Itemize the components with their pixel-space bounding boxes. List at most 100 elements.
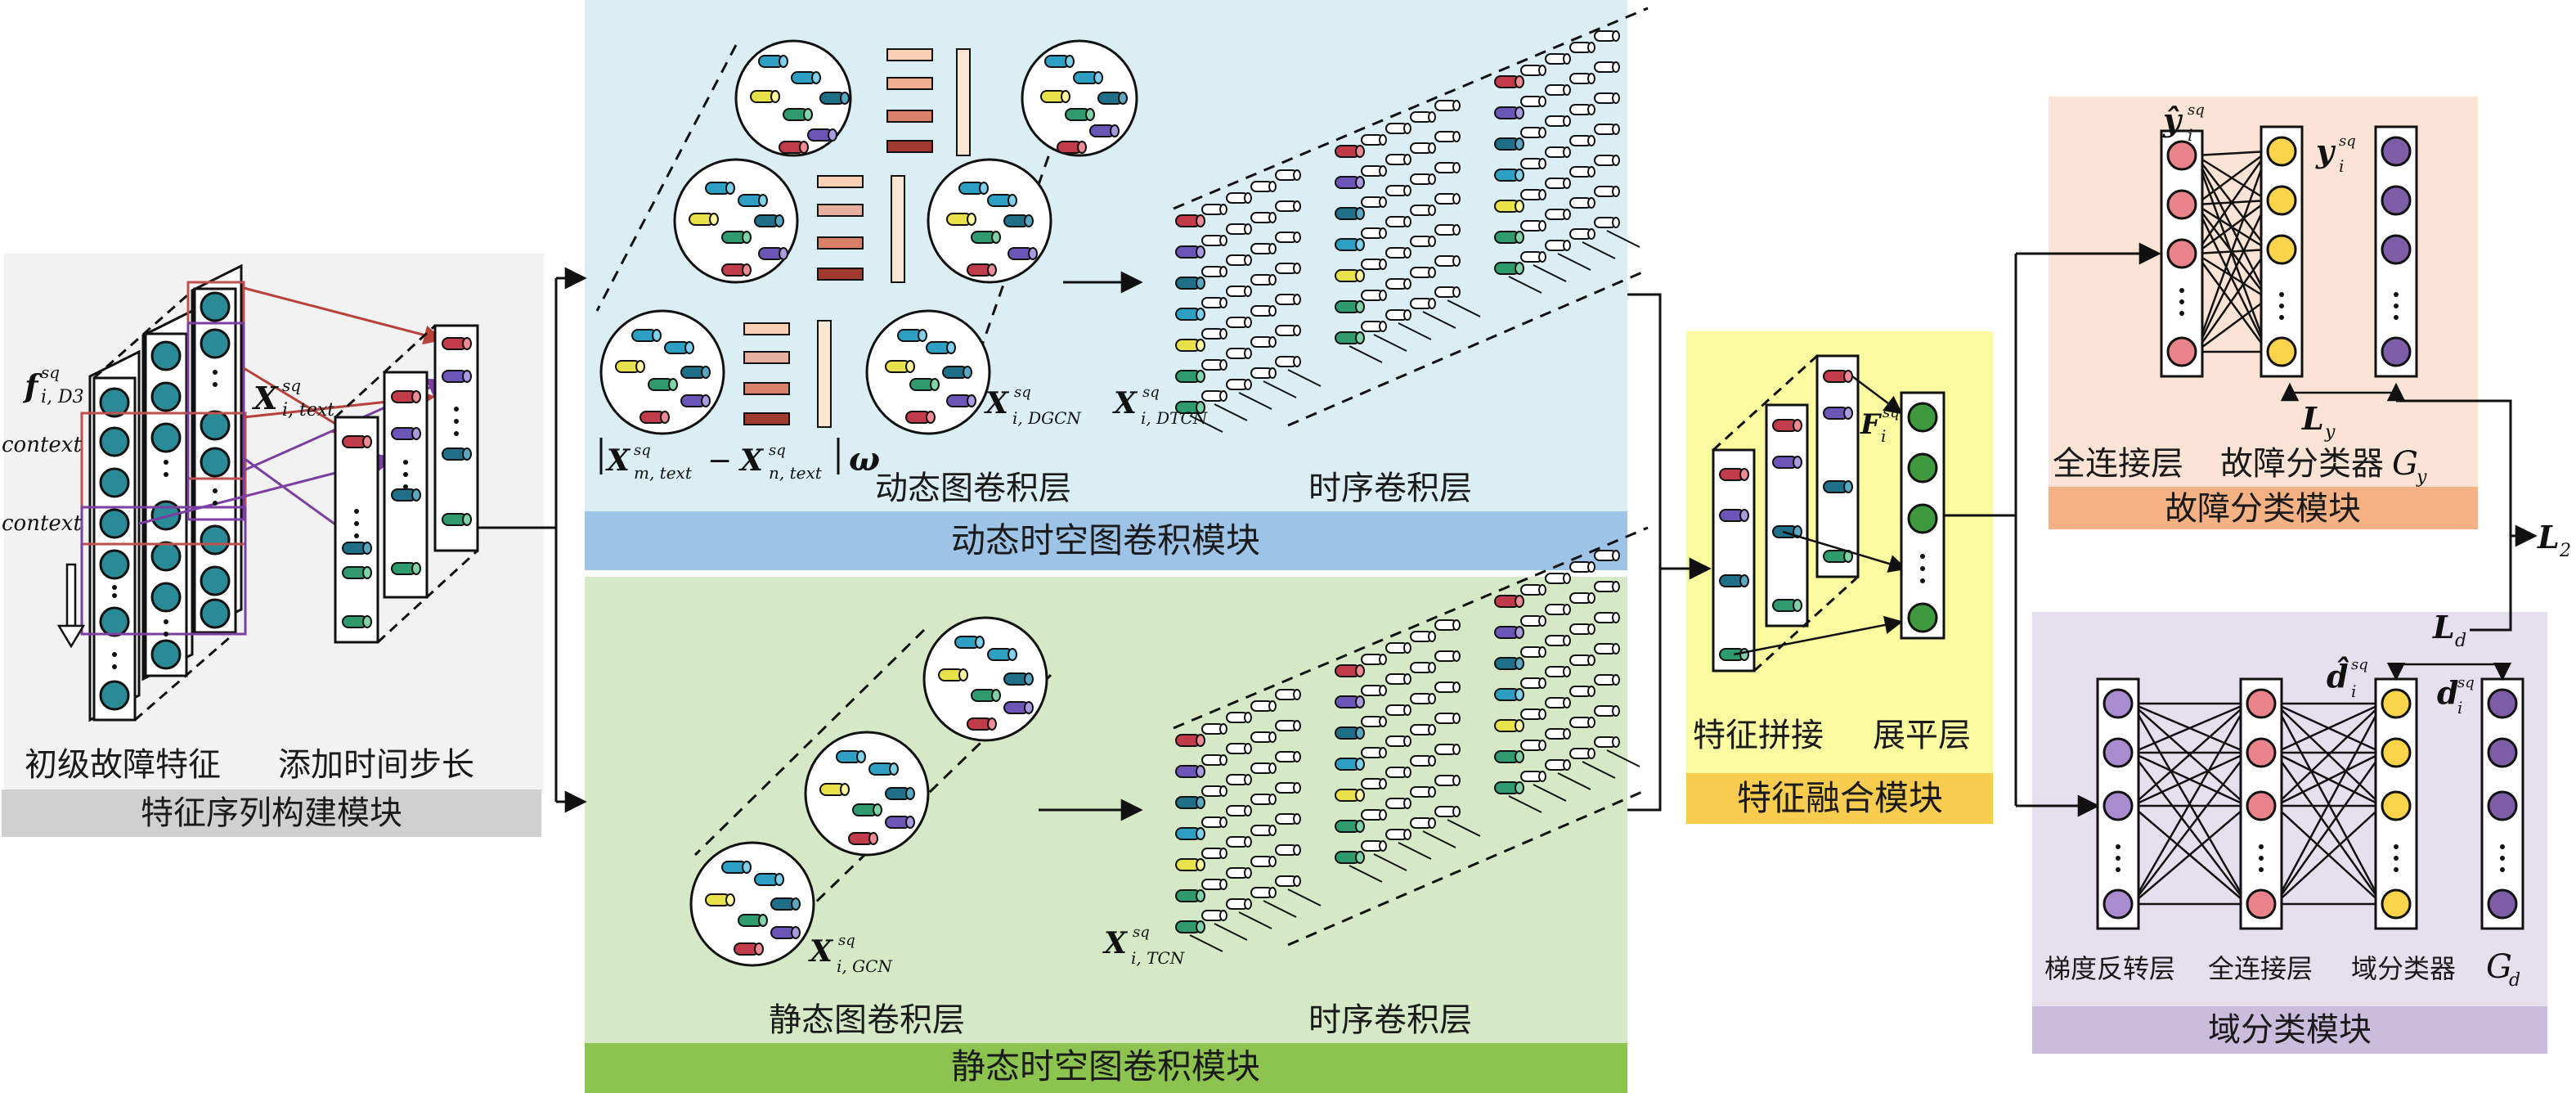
tcn-cell — [1361, 134, 1387, 146]
tcn-cell — [1361, 290, 1387, 301]
tcn-link — [1508, 795, 1542, 813]
tcn-cell — [1275, 325, 1301, 336]
tcn-cell — [1335, 758, 1365, 771]
tcn-cell — [1226, 867, 1252, 879]
tcn-cell — [1335, 695, 1365, 708]
tcn-cell — [1226, 743, 1252, 754]
svg-text:X: X — [605, 443, 631, 478]
tcn-cell — [1226, 774, 1252, 785]
tcn-cell — [1275, 782, 1301, 794]
tcn-cell — [1520, 189, 1546, 200]
fault-classifier-node — [2266, 336, 2297, 367]
dense-edge — [2194, 249, 2269, 353]
domain-classifier-node — [2381, 737, 2412, 768]
dense-edge — [2131, 702, 2248, 754]
tcn-cell — [1545, 240, 1571, 251]
tcn-cell — [1569, 686, 1595, 697]
tcn-cell — [1494, 262, 1524, 275]
tcn-link — [1263, 380, 1297, 398]
tcn-cell — [1410, 267, 1436, 278]
tcn-cell — [1275, 844, 1301, 856]
tcn-cell — [1275, 232, 1301, 243]
flatten-nodes — [1907, 402, 1938, 633]
tcn-link — [1557, 253, 1591, 271]
tcn-cell — [1520, 251, 1546, 263]
tcn-cell — [1335, 820, 1365, 833]
domain-label-node — [2487, 790, 2518, 821]
tcn-cell — [1410, 662, 1436, 673]
tcn-cell — [1175, 734, 1205, 747]
tcn-cell — [1594, 124, 1620, 135]
tcn-cell — [1410, 142, 1436, 154]
tcn-cell — [1201, 910, 1227, 921]
fault-label-node — [2381, 234, 2412, 265]
dense-edge — [2130, 703, 2249, 905]
dense-edge — [2194, 151, 2269, 254]
tcn-link — [1263, 900, 1297, 918]
tcn-cell — [1385, 829, 1411, 840]
dense-edge — [2195, 297, 2269, 353]
tcn-cell — [1385, 216, 1411, 227]
math-f-fused: F — [1860, 408, 1883, 441]
tcn-cell — [1434, 775, 1461, 786]
tcn-link — [1533, 784, 1567, 802]
domain-title: 域分类模块 — [2208, 1011, 2372, 1049]
math-yhat-sub: i — [2188, 125, 2192, 145]
dense-edge — [2131, 751, 2248, 807]
fault-label-node — [2381, 185, 2412, 216]
tcn-cell — [1201, 723, 1227, 735]
tcn-cell — [1494, 657, 1524, 670]
tcn-cell — [1410, 111, 1436, 123]
tcn-cell — [1226, 317, 1252, 328]
fault-title: 故障分类模块 — [2165, 490, 2361, 528]
tcn-cell — [1410, 817, 1436, 829]
tcn-cell — [1335, 726, 1365, 740]
tcn-cell — [1335, 269, 1365, 282]
math-x-dgcn: X — [984, 386, 1010, 421]
grl-node — [2103, 688, 2134, 719]
tcn-cell — [1434, 286, 1461, 298]
tcn-cell — [1569, 228, 1595, 240]
feature-seq-title: 特征序列构建模块 — [141, 794, 402, 832]
tcn-link — [1238, 911, 1272, 929]
tcn-cell — [1250, 305, 1277, 317]
tcn-dashed-edge — [1287, 268, 1649, 427]
weight-bars — [743, 48, 971, 428]
tcn-cell — [1385, 185, 1411, 196]
tcn-cell — [1545, 84, 1571, 96]
tcn-cell — [1361, 685, 1387, 696]
tcn-cell — [1361, 165, 1387, 177]
tcn-cell — [1520, 65, 1546, 76]
tcn-cell — [1250, 825, 1277, 836]
svg-text:m, text: m, text — [634, 463, 693, 483]
static-graph-panel — [693, 628, 1052, 910]
math-gy: G — [2392, 445, 2418, 483]
tcn-cell — [1545, 604, 1571, 615]
tcn-cell — [1385, 642, 1411, 654]
dynamic-title-bar — [585, 511, 1627, 570]
tcn-cell — [1594, 674, 1620, 686]
dense-edge — [2131, 703, 2248, 807]
domain-classifier-node — [2381, 888, 2412, 920]
tcn-link — [1214, 403, 1248, 421]
tcn-cell — [1226, 254, 1252, 266]
dense-edge — [2194, 151, 2269, 353]
tcn-cell — [1520, 677, 1546, 689]
tcn-cell — [1175, 920, 1205, 933]
tcn-cell — [1275, 875, 1301, 887]
tcn-cell — [1226, 348, 1252, 359]
domain-label-node — [2487, 888, 2518, 920]
math-x-text: X — [252, 380, 279, 416]
dynamic-tcn-grid — [1173, 7, 1649, 433]
timestep-stack — [334, 324, 479, 644]
tcn-cell — [1201, 235, 1227, 246]
tcn-cell — [1335, 238, 1365, 251]
tcn-cell — [1175, 214, 1205, 227]
math-ly: L — [2301, 400, 2324, 437]
tcn-link — [1238, 392, 1272, 410]
math-y-sub: i — [2339, 156, 2344, 176]
tcn-cell — [1594, 92, 1620, 104]
tcn-link — [1189, 415, 1223, 433]
tcn-cell — [1545, 635, 1571, 646]
tcn-cell — [1335, 176, 1365, 189]
